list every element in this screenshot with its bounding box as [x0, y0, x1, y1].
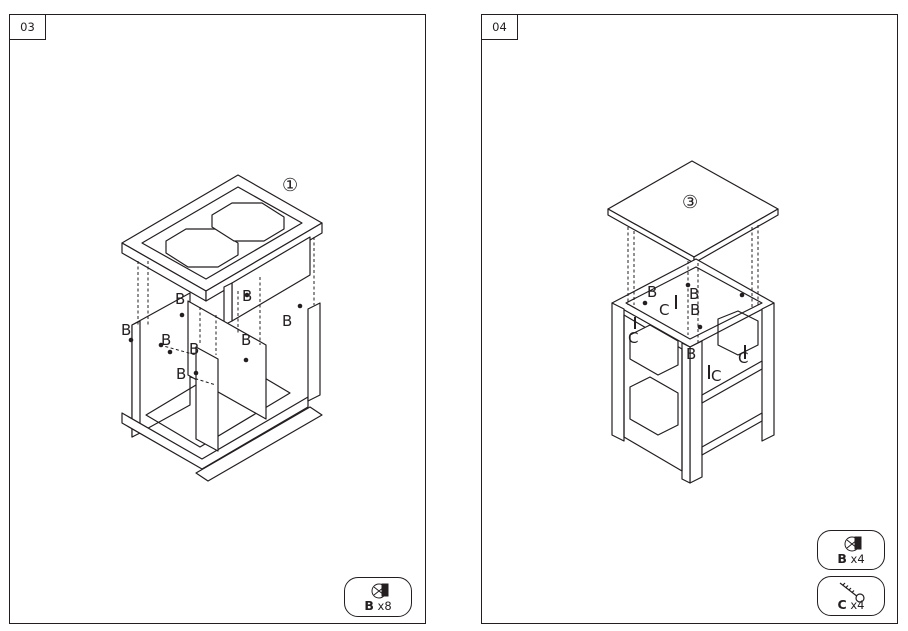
hardware-letter: C [837, 597, 847, 612]
hardware-quantity: x8 [377, 599, 392, 613]
screw-label: B [121, 321, 131, 339]
step-04-assembly-drawing: B B B B C C C C ③ [607, 160, 779, 484]
screw-label: B [689, 285, 699, 303]
step-03-assembly-drawing: B B B B B B B B ① [121, 174, 323, 482]
hardware-box-c: C x4 [817, 576, 885, 616]
screw-label: B [175, 290, 185, 308]
octagon-cutout [211, 202, 285, 242]
part-marker: ① [282, 175, 298, 196]
front-leg-panel [195, 346, 219, 452]
screw-label: B [161, 331, 171, 349]
screw-label: B [189, 340, 199, 358]
screw-label: B [176, 365, 186, 383]
bottom-frame [121, 396, 309, 470]
step-number: 04 [482, 15, 518, 40]
screw-label: B [686, 345, 696, 363]
right-leg [307, 302, 321, 402]
hardware-quantity: x4 [850, 598, 865, 612]
screw-label: C [628, 329, 638, 347]
screw-label: C [738, 349, 748, 367]
cam-bolt-icon [844, 536, 862, 552]
hardware-box-b: B x8 [344, 577, 412, 617]
hardware-quantity: x4 [850, 552, 865, 566]
screw-label: C [659, 301, 669, 319]
step-number: 03 [10, 15, 46, 40]
hardware-letter: B [364, 598, 374, 613]
octagon-cutout [165, 228, 239, 268]
bottom-shelf [701, 412, 763, 456]
cam-bolt-icon [371, 583, 389, 599]
front-panel [187, 300, 267, 420]
screw-label: B [242, 287, 252, 305]
right-leg [761, 302, 775, 442]
hardware-box-b: B x4 [817, 530, 885, 570]
part-marker: ③ [682, 192, 698, 213]
wood-screw-icon [839, 582, 865, 603]
left-leg [611, 302, 625, 442]
octagon-panel [629, 324, 679, 376]
screw-label: B [690, 301, 700, 319]
octagon-panel [629, 376, 679, 436]
step-04-panel: 04 [481, 14, 898, 624]
step-03-panel: 03 [9, 14, 426, 624]
middle-shelf [701, 360, 763, 404]
screw-label: B [282, 312, 292, 330]
hardware-letter: B [837, 551, 847, 566]
screw-label: B [647, 283, 657, 301]
screw-label: B [241, 331, 251, 349]
screw-label: C [711, 367, 721, 385]
